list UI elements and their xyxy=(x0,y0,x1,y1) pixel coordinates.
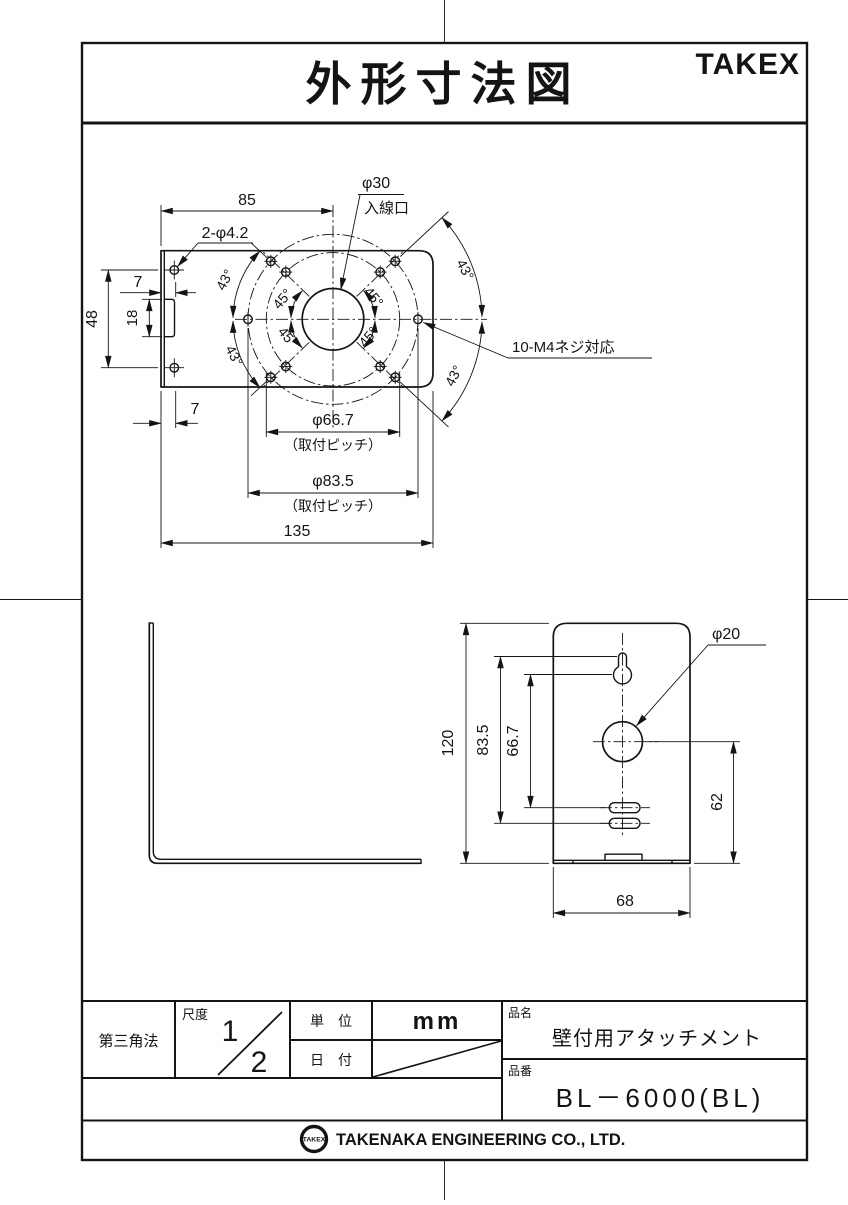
brand-logo-text: TAKEX xyxy=(696,48,800,81)
dim-135: 135 xyxy=(284,523,311,540)
dim-66-7: 66.7 xyxy=(505,725,522,756)
angle-43-label-ru: 43° xyxy=(453,257,477,283)
dim-68: 68 xyxy=(616,893,634,910)
product-number: BL－6000(BL) xyxy=(556,1083,765,1113)
product-name-label: 品名 xyxy=(508,1005,532,1020)
centerline-diagonal-ul xyxy=(262,251,310,297)
angle-45-arcs xyxy=(288,290,378,349)
dim-120: 120 xyxy=(440,730,457,757)
dim-phi30: φ30 xyxy=(362,175,390,192)
dim-62: 62 xyxy=(709,793,726,811)
scale-numerator: 1 xyxy=(222,1015,239,1048)
angle-45-label-lr: 45° xyxy=(355,324,381,351)
centerline-diagonal-lr xyxy=(356,341,404,388)
hole-note: 2-φ4.2 xyxy=(202,225,249,242)
side-view xyxy=(148,622,422,865)
takex-logo-icon xyxy=(299,1124,329,1154)
pitch-note-1: （取付ピッチ） xyxy=(284,437,382,453)
side-profile-outer xyxy=(148,622,422,865)
bolt-circle-inner xyxy=(265,252,401,387)
top-view: 45° 45° 45° 45° 43° 43° 43° 43° 85 2-φ4.… xyxy=(84,175,652,548)
front-view: 120 83.5 66.7 62 68 φ20 xyxy=(440,622,766,918)
projection-method: 第三角法 xyxy=(98,1032,158,1050)
company-name: TAKENAKA ENGINEERING CO., LTD. xyxy=(336,1131,625,1149)
unit-label: 単 位 xyxy=(310,1013,352,1029)
page-title: 外形寸法図 xyxy=(306,58,581,110)
title-block: 第三角法 尺度 1 2 単 位 mm 日 付 品名 壁付用アタッチメント 品番 … xyxy=(82,1000,807,1122)
scale-slash xyxy=(217,1011,283,1076)
scale-denominator: 2 xyxy=(251,1046,268,1079)
dim-83-5: 83.5 xyxy=(475,724,492,755)
pitch-note-2: （取付ピッチ） xyxy=(284,498,382,514)
date-blank-slash xyxy=(372,1040,502,1078)
angle-45-label-ll: 45° xyxy=(275,324,301,351)
border-frame xyxy=(80,41,809,1162)
slot-1 xyxy=(608,802,641,814)
dim-7-upper: 7 xyxy=(134,274,143,291)
takex-logo-text: TAKEX xyxy=(303,1137,326,1144)
mounting-holes xyxy=(242,254,424,384)
angle-43-label-ll: 43° xyxy=(222,343,246,369)
title-bar: 外形寸法図 TAKEX xyxy=(306,48,800,110)
centerline-diagonal-ur xyxy=(356,251,404,297)
front-plate-outline xyxy=(552,622,691,865)
bottom-tab xyxy=(604,853,643,861)
cable-entry-label: 入線口 xyxy=(364,200,409,217)
side-profile-inner xyxy=(152,623,421,860)
angle-43-arcs xyxy=(229,211,486,428)
date-label: 日 付 xyxy=(310,1052,352,1068)
angle-43-label-rl: 43° xyxy=(442,363,466,389)
footer: TAKEX TAKENAKA ENGINEERING CO., LTD. xyxy=(299,1124,625,1154)
top-view-plate-outline xyxy=(160,249,434,388)
angle-45-label-ur: 45° xyxy=(361,284,387,311)
product-name: 壁付用アタッチメント xyxy=(552,1027,762,1050)
dim-phi20: φ20 xyxy=(712,626,740,643)
angle-43-label-lu: 43° xyxy=(213,267,237,293)
centerline-diagonal-ll xyxy=(262,341,310,388)
angle-45-label-ul: 45° xyxy=(269,286,295,313)
slot-2 xyxy=(608,817,641,829)
dim-phi667: φ66.7 xyxy=(312,412,354,429)
scale-label: 尺度 xyxy=(182,1007,208,1022)
edge-notch xyxy=(164,298,176,338)
unit-value: mm xyxy=(413,1008,462,1035)
flange-holes xyxy=(165,260,184,378)
product-number-label: 品番 xyxy=(508,1064,532,1078)
dim-85: 85 xyxy=(238,192,256,209)
dim-48: 48 xyxy=(84,310,101,328)
dim-phi835: φ83.5 xyxy=(312,473,354,490)
screw-note: 10-M4ネジ対応 xyxy=(512,339,615,356)
dim-7-lower: 7 xyxy=(191,401,200,418)
dim-18: 18 xyxy=(124,310,141,327)
